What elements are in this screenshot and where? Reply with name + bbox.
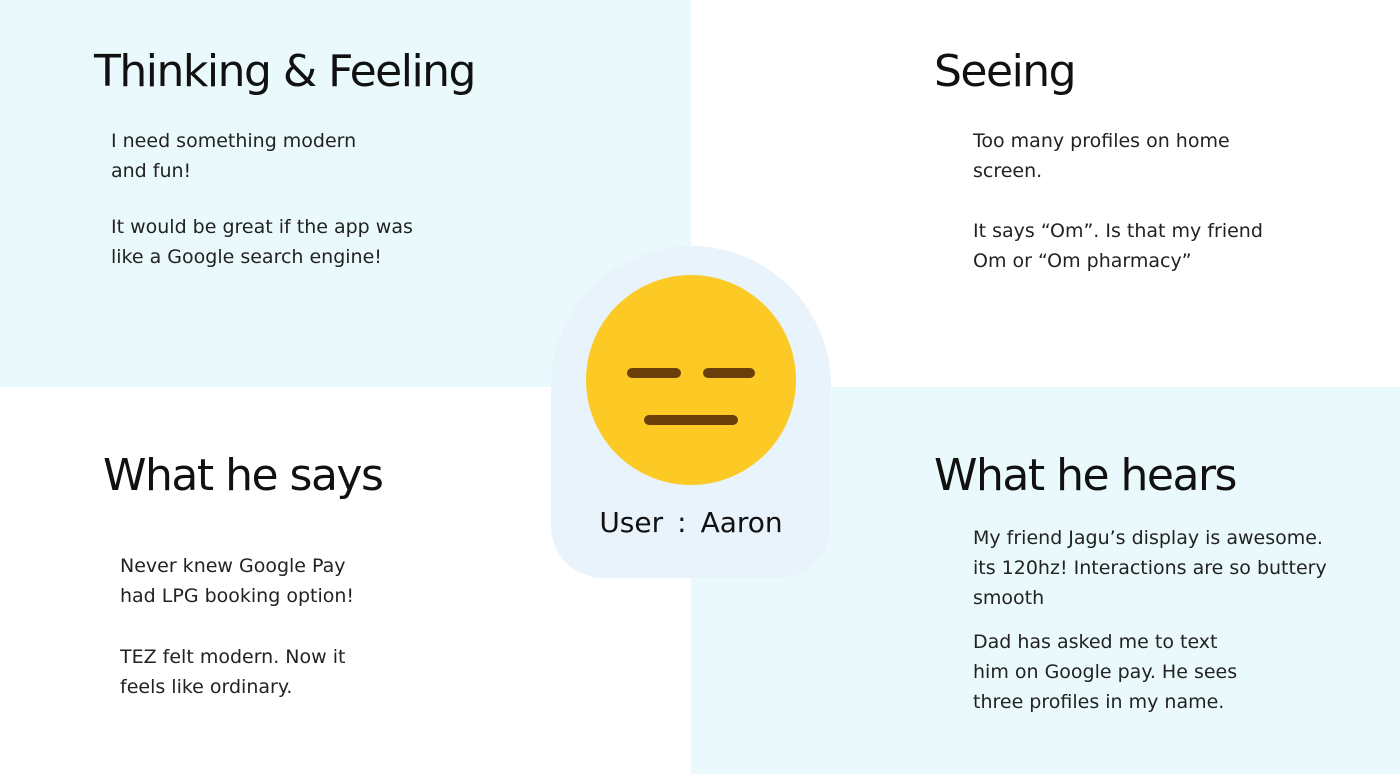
text-line: screen. (973, 160, 1043, 182)
hears-text-1: My friend Jagu’s display is awesome. its… (973, 523, 1327, 613)
text-line: I need something modern (111, 130, 357, 152)
says-text-1: Never knew Google Pay had LPG booking op… (120, 551, 354, 611)
thinking-feeling-heading: Thinking & Feeling (94, 46, 477, 97)
face-circle (586, 275, 796, 485)
text-line: Never knew Google Pay (120, 555, 346, 577)
text-line: smooth (973, 587, 1045, 609)
text-line: It would be great if the app was (111, 216, 413, 238)
seeing-text-1: Too many profiles on home screen. (973, 126, 1230, 186)
text-line: and fun! (111, 160, 192, 182)
text-line: him on Google pay. He sees (973, 661, 1238, 683)
seeing-text-2: It says “Om”. Is that my friend Om or “O… (973, 216, 1263, 276)
thinking-feeling-text-2: It would be great if the app was like a … (111, 212, 413, 272)
text-line: its 120hz! Interactions are so buttery (973, 557, 1327, 579)
expressionless-face-icon (586, 275, 796, 485)
user-label: User (599, 506, 664, 539)
hears-heading: What he hears (934, 450, 1237, 501)
thinking-feeling-text-1: I need something modern and fun! (111, 126, 356, 186)
text-line: three profiles in my name. (973, 691, 1225, 713)
text-line: Too many profiles on home (973, 130, 1230, 152)
user-caption: User: Aaron (551, 506, 831, 539)
says-heading: What he says (103, 450, 384, 501)
text-line: had LPG booking option! (120, 585, 355, 607)
user-name: Aaron (700, 506, 783, 539)
seeing-heading: Seeing (934, 46, 1077, 97)
text-line: feels like ordinary. (120, 676, 293, 698)
text-line: My friend Jagu’s display is awesome. (973, 527, 1323, 549)
text-line: Om or “Om pharmacy” (973, 250, 1192, 272)
text-line: It says “Om”. Is that my friend (973, 220, 1263, 242)
user-separator: : (677, 506, 687, 539)
text-line: like a Google search engine! (111, 246, 382, 268)
text-line: Dad has asked me to text (973, 631, 1218, 653)
says-text-2: TEZ felt modern. Now it feels like ordin… (120, 642, 345, 702)
hears-text-2: Dad has asked me to text him on Google p… (973, 627, 1237, 717)
text-line: TEZ felt modern. Now it (120, 646, 346, 668)
